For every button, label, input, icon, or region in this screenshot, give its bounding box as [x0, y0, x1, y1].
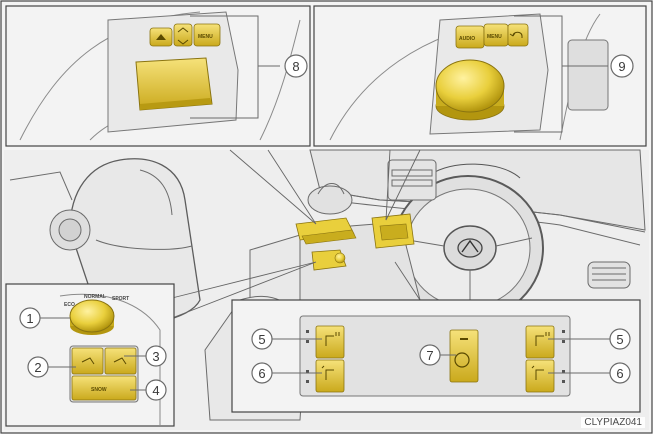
dial-label-normal: NORMAL [84, 294, 106, 300]
callout-4-label: 4 [152, 383, 159, 398]
seat-heater-icon [325, 332, 340, 346]
callout-9 [610, 54, 634, 78]
callout-6-right-label: 6 [616, 366, 623, 381]
ev-icon [113, 357, 127, 365]
seat-fan-icon-right [531, 365, 544, 380]
back-arrow-icon [509, 31, 523, 38]
callout-3 [145, 345, 167, 367]
menu-button-2-label: MENU [487, 34, 502, 40]
menu-button-label: MENU [198, 34, 213, 40]
zoom-heater-panel: 5 6 7 5 6 [231, 299, 641, 413]
remote-knob [435, 59, 505, 113]
callout-6-left-label: 6 [258, 366, 265, 381]
callout-5-left-label: 5 [258, 332, 265, 347]
left-seat-ventilator-switch [315, 359, 345, 393]
callout-1-label: 1 [26, 311, 33, 326]
chevron-icon [177, 27, 189, 45]
seat-heater-icon-right [535, 332, 550, 346]
steering-heater-switch [449, 329, 479, 383]
callout-2 [27, 356, 49, 378]
right-seat-heater-switch [525, 325, 555, 359]
steering-wheel-icon [454, 352, 470, 368]
dial-label-eco: ECO [64, 302, 75, 308]
callout-3-label: 3 [152, 349, 159, 364]
callout-1 [19, 307, 41, 329]
traction-icon [81, 357, 95, 365]
callout-9-label: 9 [618, 59, 625, 74]
callout-5-right-label: 5 [616, 332, 623, 347]
audio-button-label: AUDIO [459, 36, 475, 42]
seat-fan-icon [321, 365, 334, 380]
home-icon [156, 34, 166, 40]
callout-6-left [251, 362, 273, 384]
dial-label-sport: SPORT [112, 296, 129, 302]
scene-highlights [295, 213, 415, 271]
callout-5-right [609, 328, 631, 350]
right-seat-ventilator-switch [525, 359, 555, 393]
zoom-drive-mode: ECO NORMAL SPORT SNOW 1 2 3 4 [5, 283, 175, 427]
callout-7-label: 7 [426, 348, 433, 363]
callout-2-label: 2 [34, 360, 41, 375]
back-button [173, 23, 193, 47]
figure-reference-code: CLYPIAZ041 [581, 417, 645, 428]
callout-8-label: 8 [292, 59, 299, 74]
snow-switch-label: SNOW [91, 387, 107, 393]
menu-button [193, 23, 221, 47]
ev-mode-switch [104, 347, 137, 375]
callout-4 [145, 379, 167, 401]
callout-8 [284, 54, 308, 78]
zoom-remote-knob: AUDIO MENU 9 [313, 5, 647, 147]
drive-mode-dial [69, 299, 115, 333]
left-seat-heater-switch [315, 325, 345, 359]
callout-5-left [251, 328, 273, 350]
back-button-2 [507, 23, 529, 47]
traction-control-switch [71, 347, 104, 375]
callout-7 [419, 344, 441, 366]
callout-6-right [609, 362, 631, 384]
snow-mode-switch [71, 375, 137, 401]
zoom-touchpad: MENU 8 [5, 5, 311, 147]
